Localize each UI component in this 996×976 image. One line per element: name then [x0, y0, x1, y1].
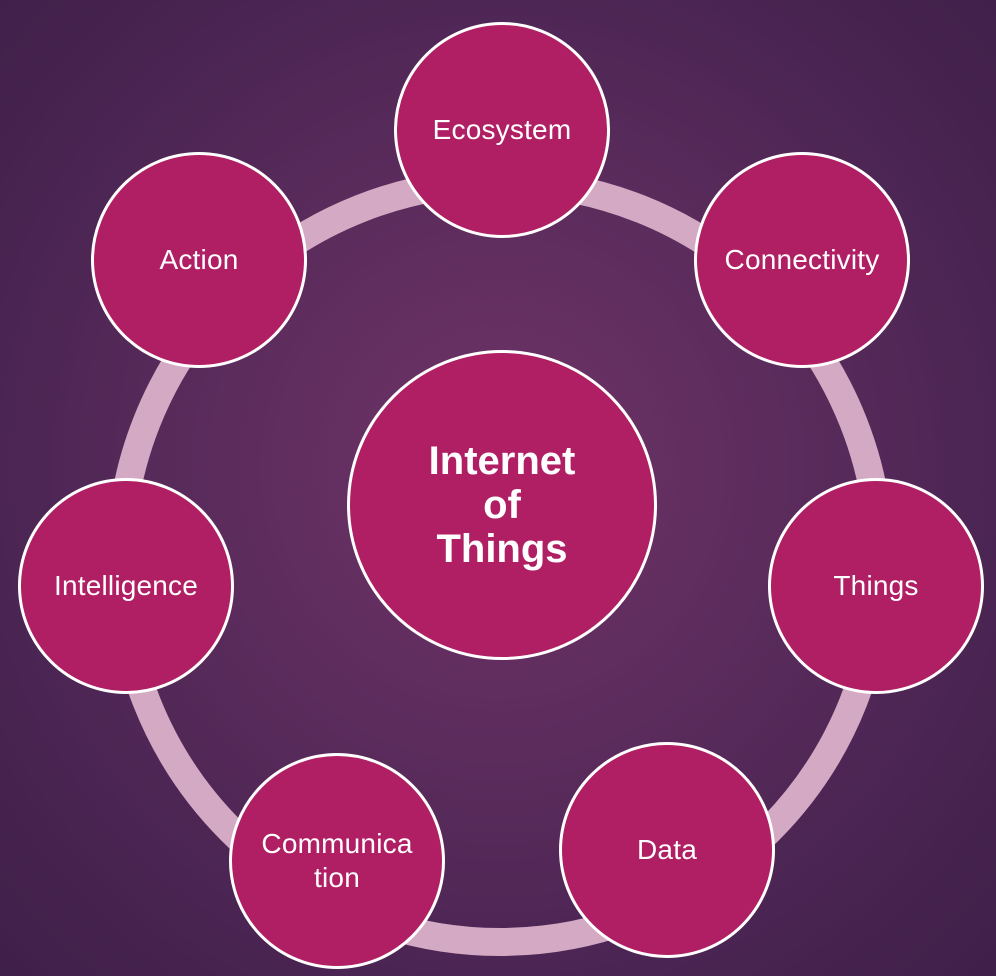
node-communication: Communication — [229, 753, 445, 969]
node-connectivity: Connectivity — [694, 152, 910, 368]
node-label-action: Action — [159, 244, 239, 275]
node-label-things: Things — [833, 570, 919, 601]
node-data: Data — [559, 742, 775, 958]
node-ecosystem: Ecosystem — [394, 22, 610, 238]
node-label-ecosystem: Ecosystem — [432, 114, 572, 145]
node-label-communication: Communication — [261, 828, 413, 893]
node-action: Action — [91, 152, 307, 368]
node-intelligence: Intelligence — [18, 478, 234, 694]
node-label-data: Data — [637, 834, 697, 865]
center-node-label: Internet of Things — [428, 439, 576, 571]
node-things: Things — [768, 478, 984, 694]
node-label-connectivity: Connectivity — [724, 244, 880, 275]
center-node-internet-of-things: Internet of Things — [347, 350, 657, 660]
node-label-intelligence: Intelligence — [53, 570, 199, 601]
